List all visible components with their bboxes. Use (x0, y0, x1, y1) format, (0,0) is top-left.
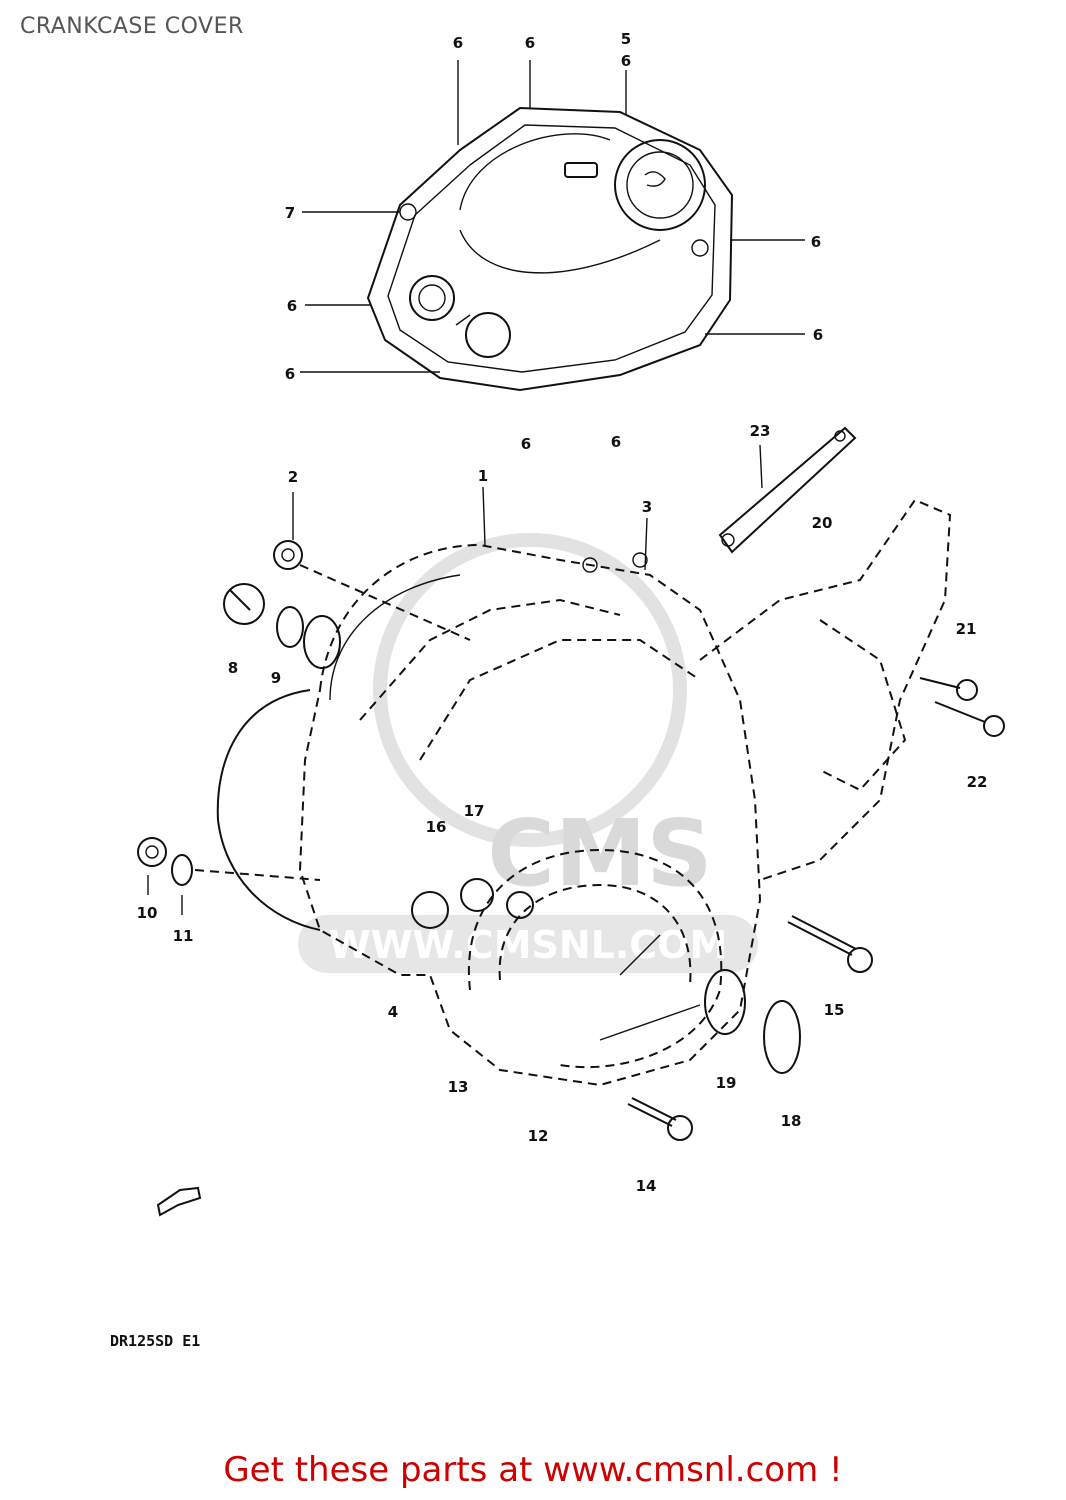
callout-18: 18 (781, 1112, 802, 1130)
callout-20: 20 (812, 514, 833, 532)
callout-6: 6 (813, 326, 823, 344)
leader-lines-lower (147, 444, 763, 915)
callout-3: 3 (642, 498, 652, 516)
callout-21: 21 (956, 620, 977, 638)
callout-6: 6 (287, 297, 297, 315)
model-code: DR125SD E1 (110, 1332, 200, 1350)
callout-5: 5 (621, 30, 631, 48)
callout-6: 6 (285, 365, 295, 383)
callout-11: 11 (173, 927, 194, 945)
callout-17: 17 (464, 802, 485, 820)
callout-8: 8 (228, 659, 238, 677)
callout-15: 15 (824, 1001, 845, 1019)
callout-4: 4 (388, 1003, 398, 1021)
callout-7: 7 (285, 204, 295, 222)
clutch-cover-drawing (366, 106, 734, 392)
parts-diagram: CMS WWW.CMSNL.COM (110, 30, 1005, 1350)
callout-6: 6 (611, 433, 621, 451)
callout-23: 23 (750, 422, 771, 440)
callout-9: 9 (271, 669, 281, 687)
callout-labels: 6 6 5 6 7 6 6 6 6 6 6 23 20 2 1 3 21 8 9… (137, 30, 988, 1195)
leader-lines-upper (300, 60, 805, 373)
callout-6: 6 (521, 435, 531, 453)
callout-6: 6 (811, 233, 821, 251)
crankcase-cover-drawing (216, 498, 952, 1087)
callout-12: 12 (528, 1127, 549, 1145)
page-title: CRANKCASE COVER (20, 14, 244, 39)
callout-19: 19 (716, 1074, 737, 1092)
callout-2: 2 (288, 468, 298, 486)
watermark-brand: CMS (487, 800, 712, 907)
callout-6: 6 (453, 34, 463, 52)
callout-10: 10 (137, 904, 158, 922)
callout-22: 22 (967, 773, 988, 791)
callout-1: 1 (478, 467, 488, 485)
callout-6: 6 (621, 52, 631, 70)
watermark-site: WWW.CMSNL.COM (329, 923, 728, 967)
callout-16: 16 (426, 818, 447, 836)
small-parts (137, 426, 1005, 1217)
watermark: CMS WWW.CMSNL.COM (298, 533, 758, 973)
footer-link[interactable]: Get these parts at www.cmsnl.com ! (223, 1450, 843, 1490)
callout-13: 13 (448, 1078, 469, 1096)
callout-14: 14 (636, 1177, 657, 1195)
callout-6: 6 (525, 34, 535, 52)
